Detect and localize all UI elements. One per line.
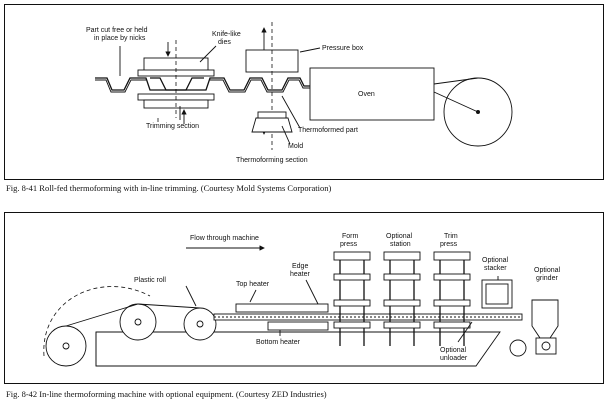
caption-fig-8-41: Fig. 8-41 Roll-fed thermoforming with in… <box>6 183 332 193</box>
label-trim-press-1: Trim <box>444 233 458 240</box>
label-form-press-2: press <box>340 241 358 248</box>
label-edge-heater-1: Edge <box>292 263 308 270</box>
label-optional-stacker-1: Optional <box>482 257 509 264</box>
bottom-heater <box>267 321 329 331</box>
figure-8-42-frame <box>4 212 604 384</box>
label-optional-station-2: station <box>390 241 411 248</box>
fig2-drawing <box>43 245 559 367</box>
label-trim-press-2: press <box>440 241 458 248</box>
label-part-cut-1: Part cut free or held <box>86 27 148 34</box>
label-flow: Flow through machine <box>190 235 259 242</box>
label-plastic-roll: Plastic roll <box>134 277 166 284</box>
label-optional-station-1: Optional <box>386 233 413 240</box>
label-optional-grinder-1: Optional <box>534 267 561 274</box>
label-knife-2: dies <box>218 39 231 46</box>
label-trimming-section: Trimming section <box>146 123 199 130</box>
label-optional-unloader-1: Optional <box>440 347 467 354</box>
label-bottom-heater: Bottom heater <box>256 339 301 346</box>
oven <box>309 67 435 121</box>
label-thermoformed-part: Thermoformed part <box>298 127 358 134</box>
figure-8-41-frame <box>4 4 604 180</box>
fig1-drawing <box>95 22 513 150</box>
label-thermoforming-section: Thermoforming section <box>236 157 308 164</box>
trim-press <box>433 251 471 346</box>
label-edge-heater-2: heater <box>290 271 311 278</box>
label-top-heater: Top heater <box>236 281 270 288</box>
form-press <box>333 251 371 346</box>
optional-station <box>383 251 421 346</box>
mold <box>251 117 293 133</box>
label-optional-grinder-2: grinder <box>536 275 558 282</box>
label-oven: Oven <box>358 91 375 98</box>
formed-sheet <box>95 77 312 91</box>
label-optional-unloader-2: unloader <box>440 355 468 362</box>
optional-grinder <box>531 299 559 339</box>
label-optional-stacker-2: stacker <box>484 265 507 272</box>
label-form-press-1: Form <box>342 233 359 240</box>
plastic-roll <box>183 307 217 341</box>
label-part-cut-2: in place by nicks <box>94 35 146 42</box>
label-mold: Mold <box>288 143 303 150</box>
label-knife-1: Knife-like <box>212 31 241 38</box>
caption-fig-8-42: Fig. 8-42 In-line thermoforming machine … <box>6 389 327 399</box>
top-heater <box>235 303 329 313</box>
label-pressure-box: Pressure box <box>322 45 364 52</box>
